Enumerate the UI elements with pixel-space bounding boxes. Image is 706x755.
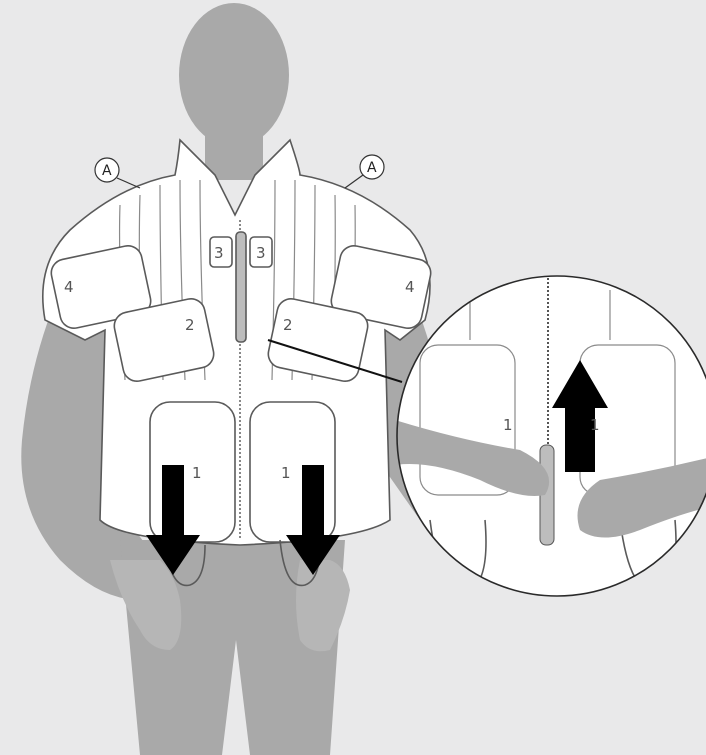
- panel-number-left: 1: [192, 464, 202, 482]
- neck: [205, 120, 263, 180]
- detail-panel-number-right: 1: [590, 416, 600, 434]
- collar-number-left: 3: [214, 244, 224, 262]
- collar-number-right: 3: [256, 244, 266, 262]
- callout-left: A: [95, 158, 140, 188]
- zoom-detail: 1 1: [395, 270, 706, 610]
- zipper-pull: [236, 232, 246, 342]
- callout-right-label: A: [367, 160, 377, 176]
- chest-number-right: 2: [283, 316, 293, 334]
- callout-right: A: [345, 155, 384, 188]
- sleeve-number-right: 4: [405, 278, 415, 296]
- callout-left-leader: [117, 178, 140, 188]
- callout-right-leader: [345, 175, 363, 188]
- chest-number-left: 2: [185, 316, 195, 334]
- right-hand: [296, 560, 350, 651]
- detail-panel-number-left: 1: [503, 416, 513, 434]
- sleeve-number-left: 4: [64, 278, 74, 296]
- panel-number-right: 1: [281, 464, 291, 482]
- callout-left-label: A: [102, 163, 112, 179]
